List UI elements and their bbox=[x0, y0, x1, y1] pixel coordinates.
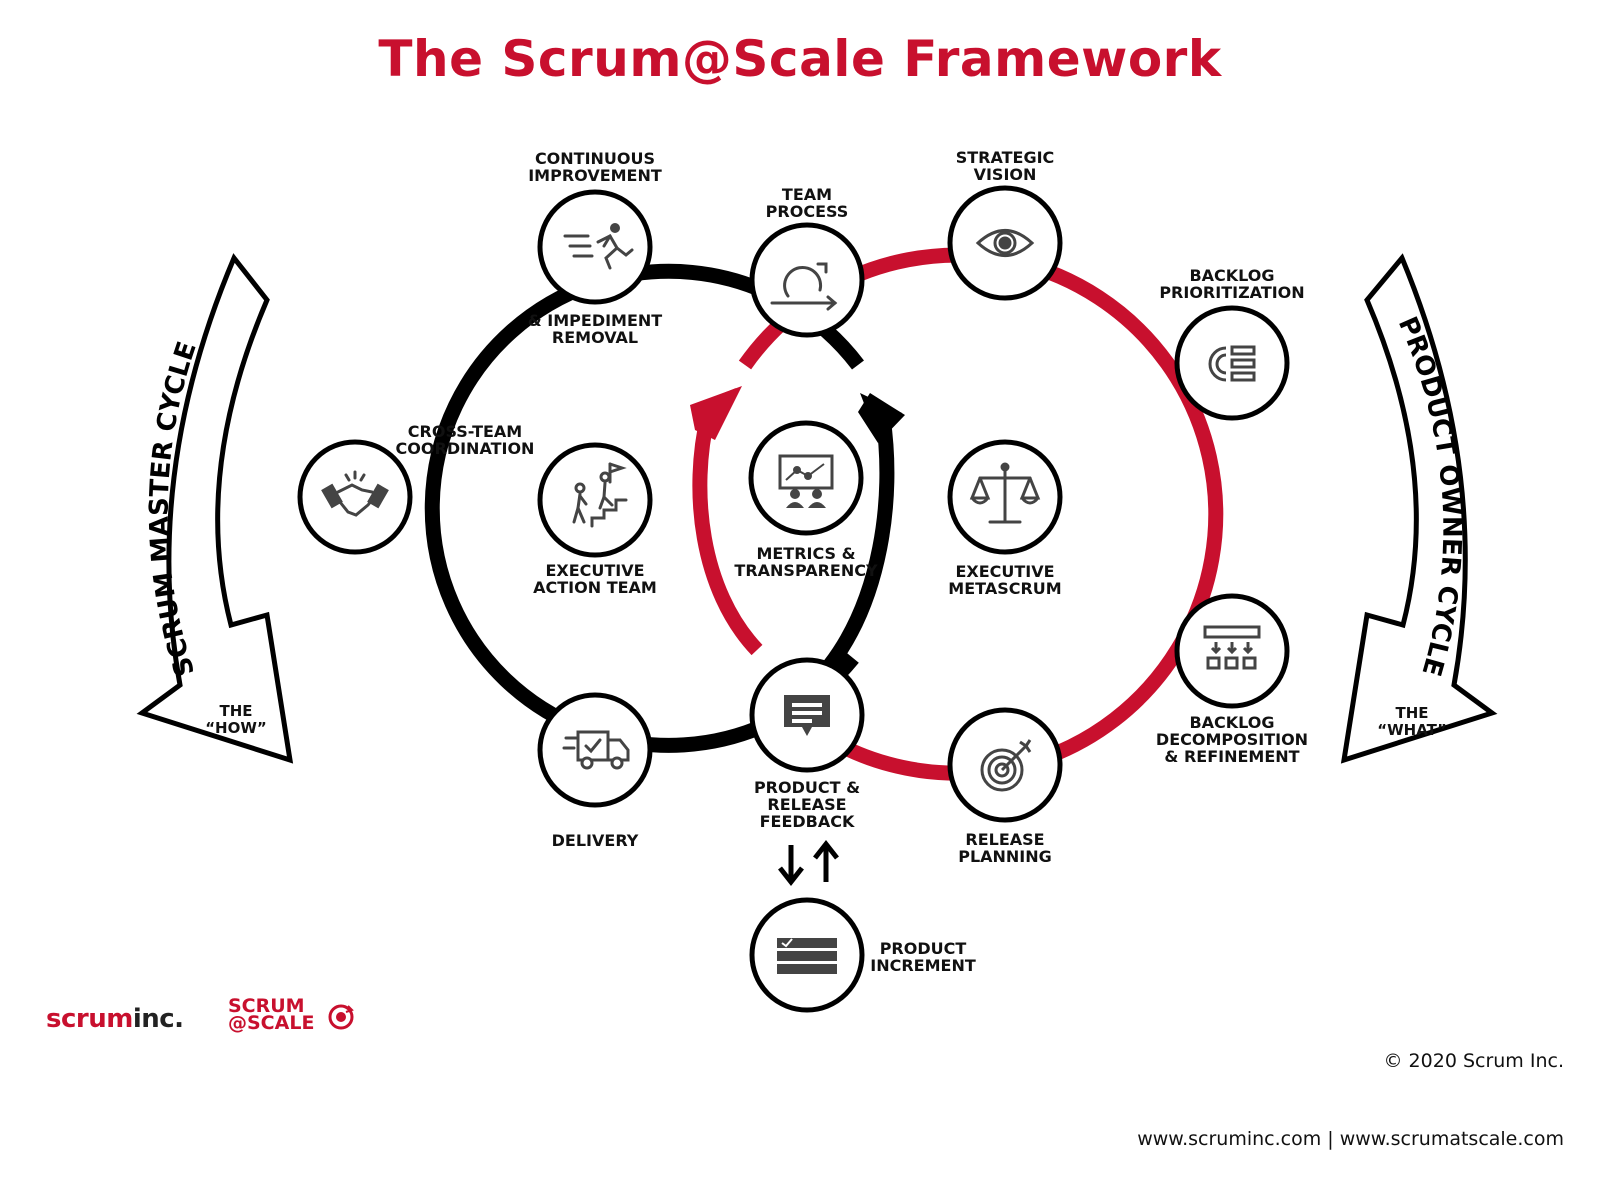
backlog-decomposition-label: BACKLOG DECOMPOSITION & REFINEMENT bbox=[1155, 713, 1309, 766]
decomposition-icon bbox=[1203, 625, 1261, 670]
strategic-vision-label: STRATEGIC VISION bbox=[955, 148, 1055, 184]
cross-team-coordination-label: CROSS-TEAM COORDINATION bbox=[395, 422, 535, 458]
scrum-master-loop bbox=[424, 263, 864, 753]
executive-metascrum-label: EXECUTIVE METASCRUM bbox=[948, 562, 1062, 598]
handshake-icon bbox=[321, 470, 389, 517]
black-inner-arc bbox=[824, 416, 895, 670]
black-arrowhead-fill bbox=[858, 393, 905, 443]
product-release-feedback-label: PRODUCT & RELEASE FEEDBACK bbox=[753, 778, 861, 831]
team-process-label: TEAM PROCESS bbox=[765, 185, 849, 221]
increment-stack-icon bbox=[777, 938, 837, 974]
metrics-transparency-label: METRICS & TRANSPARENCY bbox=[734, 544, 878, 580]
feedback-bubble-icon bbox=[784, 695, 830, 736]
scruminc-logo: scruminc. bbox=[46, 1004, 184, 1034]
scrumatscale-logo: SCRUM @SCALE bbox=[228, 995, 354, 1034]
executive-action-team-label: EXECUTIVE ACTION TEAM bbox=[533, 561, 657, 597]
impediment-removal-label: & IMPEDIMENT REMOVAL bbox=[527, 311, 663, 347]
eye-icon bbox=[975, 229, 1035, 257]
scruminc-logo-scrum: scrum bbox=[46, 1004, 133, 1034]
continuous-improvement-label: CONTINUOUS IMPROVEMENT bbox=[528, 149, 662, 185]
priority-list-icon bbox=[1208, 345, 1256, 382]
product-increment-label: PRODUCT INCREMENT bbox=[870, 939, 976, 975]
presentation-chart-icon bbox=[778, 454, 834, 508]
the-what-label: THE “WHAT” bbox=[1377, 704, 1447, 739]
target-icon bbox=[980, 739, 1032, 792]
copyright-text: © 2020 Scrum Inc. bbox=[1383, 1050, 1564, 1072]
cycle-icon bbox=[770, 262, 838, 311]
page-title: The Scrum@Scale Framework bbox=[378, 30, 1222, 88]
scrumatscale-logo-text: SCRUM @SCALE bbox=[228, 995, 315, 1034]
scales-icon bbox=[969, 462, 1041, 524]
diagram-canvas: SCRUM MASTER CYCLE PRODUCT OWNER CYCLE bbox=[46, 30, 1564, 1150]
delivery-truck-icon bbox=[562, 730, 630, 770]
website-links[interactable]: www.scruminc.com | www.scrumatscale.com bbox=[1137, 1128, 1564, 1150]
climbing-stairs-icon bbox=[572, 462, 628, 528]
delivery-label: DELIVERY bbox=[551, 831, 639, 850]
red-arrowhead-fill bbox=[690, 386, 742, 440]
cross-team-coordination-node bbox=[297, 439, 413, 555]
release-planning-label: RELEASE PLANNING bbox=[958, 830, 1052, 866]
red-inner-arc bbox=[692, 413, 763, 656]
double-arrow-icon bbox=[778, 839, 839, 887]
executive-action-team-node bbox=[537, 442, 653, 558]
copyright-block: © 2020 Scrum Inc. www.scruminc.com | www… bbox=[1137, 996, 1564, 1204]
scrum-master-cycle-arrow bbox=[136, 253, 294, 764]
continuous-improvement-node bbox=[537, 189, 653, 305]
scruminc-logo-inc: inc. bbox=[132, 1004, 184, 1034]
backlog-prioritization-label: BACKLOG PRIORITIZATION bbox=[1159, 266, 1305, 302]
scrumatscale-logo-mark-icon bbox=[328, 1004, 354, 1030]
running-person-icon bbox=[563, 223, 634, 270]
delivery-node bbox=[537, 692, 653, 808]
framework-diagram: SCRUM MASTER CYCLE PRODUCT OWNER CYCLE bbox=[136, 185, 1498, 1013]
the-how-label: THE “HOW” bbox=[205, 702, 267, 737]
team-process-node bbox=[749, 222, 865, 338]
product-owner-cycle-arrow bbox=[1340, 253, 1498, 764]
